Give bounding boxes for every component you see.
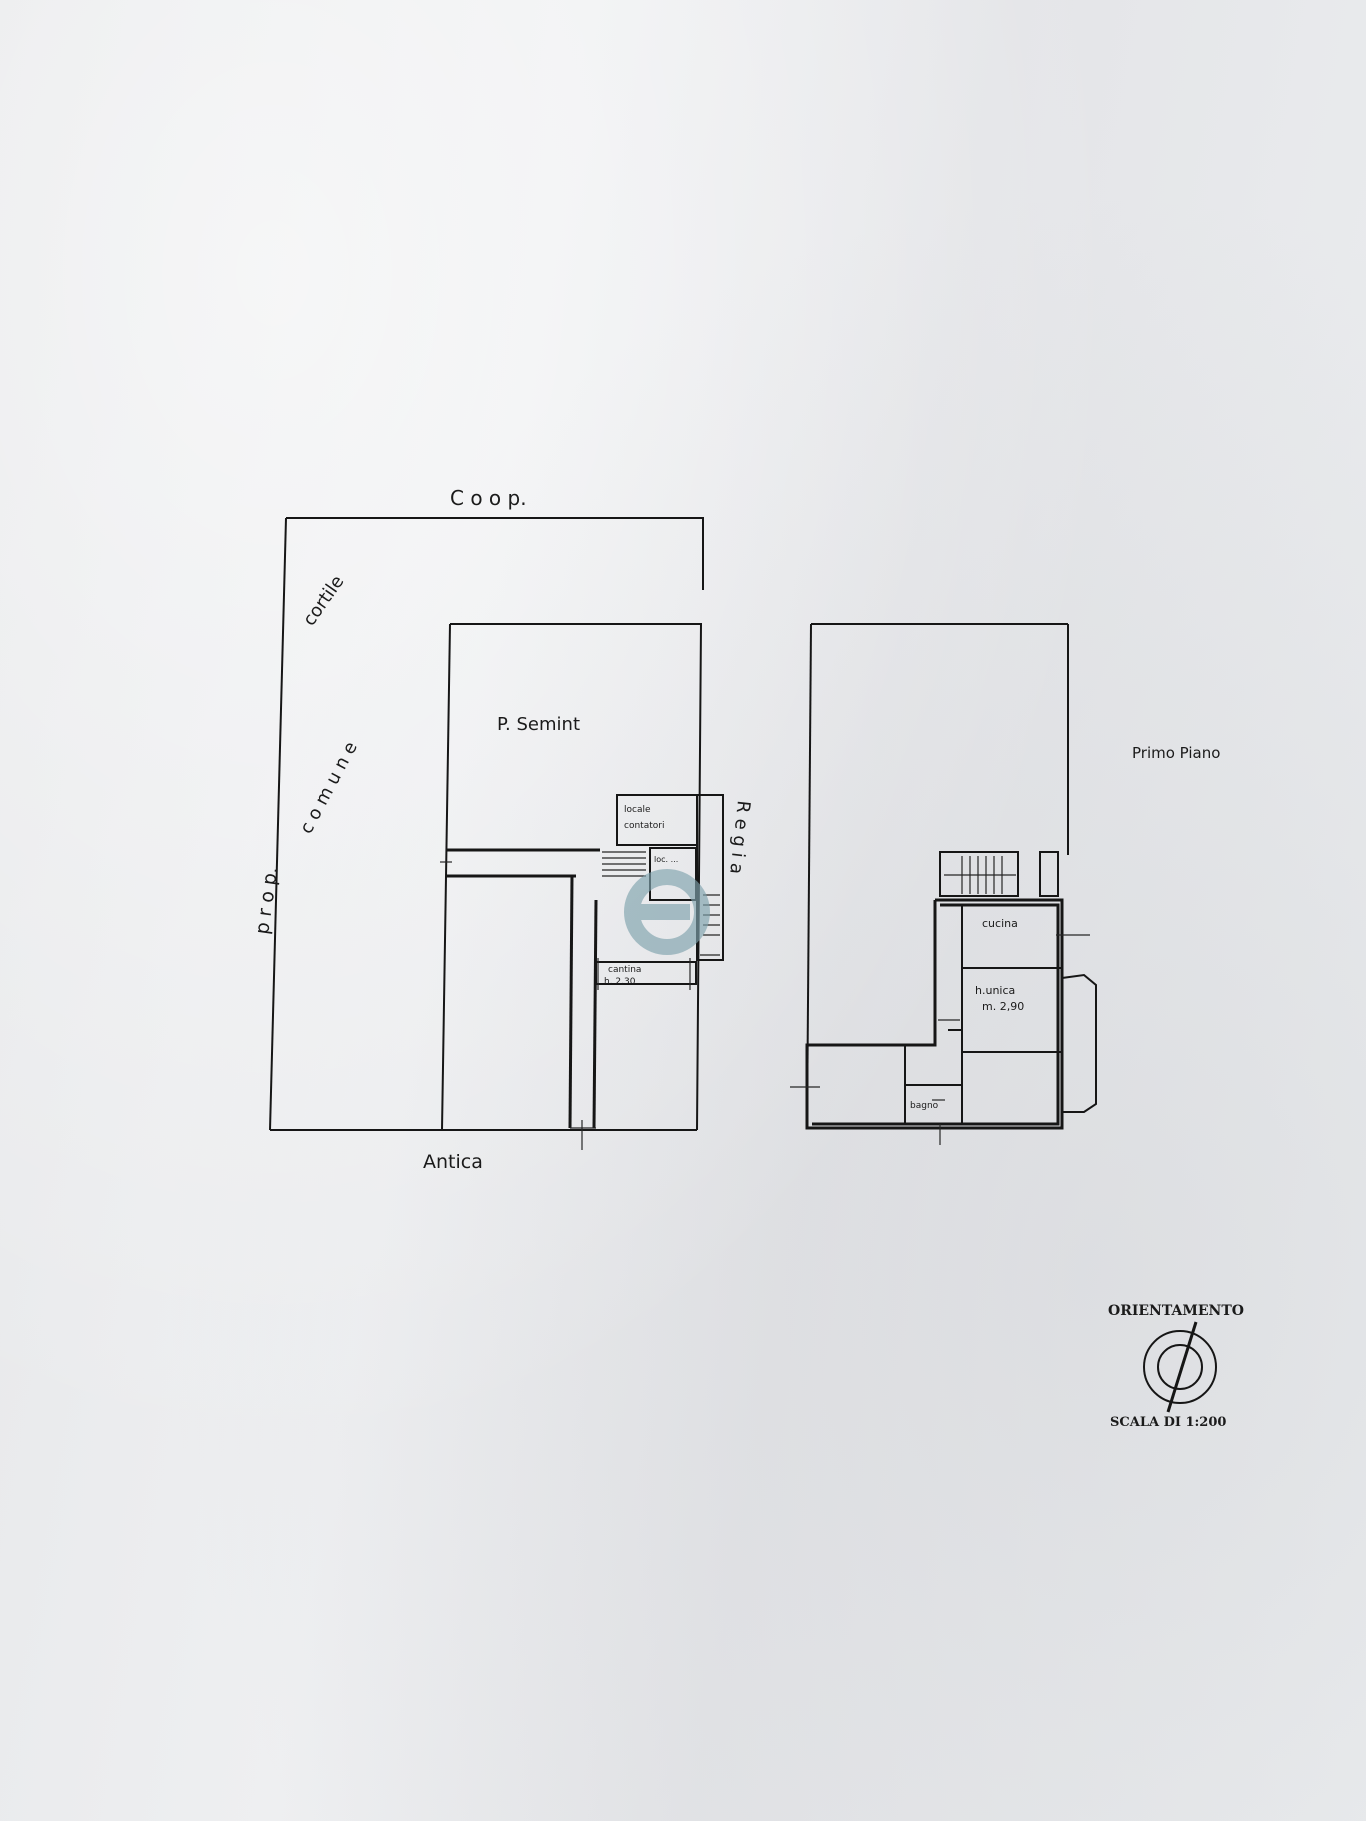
label-small-room-1a: locale bbox=[624, 805, 651, 815]
first-floor-plan bbox=[790, 623, 1097, 1145]
label-room-kitchen: cucina bbox=[982, 917, 1018, 930]
label-cellar-b: h. 2,30 bbox=[604, 977, 636, 987]
scale-text: SCALA DI 1:200 bbox=[1110, 1415, 1226, 1430]
label-right-side: R e g i a bbox=[725, 799, 754, 875]
label-small-room-2: loc. ... bbox=[654, 855, 678, 864]
plot-boundary bbox=[269, 517, 704, 1131]
label-top-street: C o o p. bbox=[450, 486, 527, 510]
label-room-bath: bagno bbox=[910, 1101, 939, 1111]
label-courtyard-1: cortile bbox=[299, 572, 349, 630]
label-courtyard-2: c o m u n e bbox=[296, 738, 362, 837]
compass-icon bbox=[1143, 1321, 1217, 1413]
orientation-title: ORIENTAMENTO bbox=[1108, 1303, 1244, 1319]
label-cellar-a: cantina bbox=[608, 965, 641, 975]
label-first-floor: Primo Piano bbox=[1132, 744, 1220, 762]
label-room-main-b: m. 2,90 bbox=[982, 1000, 1024, 1013]
label-left-property: p r o p. bbox=[251, 866, 282, 936]
plan-labels: C o o p. cortile c o m u n e p r o p. P.… bbox=[251, 486, 1220, 1173]
label-small-room-1b: contatori bbox=[624, 821, 664, 831]
label-basement: P. Semint bbox=[497, 714, 580, 735]
watermark-logo bbox=[624, 869, 710, 955]
label-room-main-a: h.unica bbox=[975, 984, 1015, 997]
label-bottom-street: Antica bbox=[423, 1151, 483, 1173]
orientation-legend: ORIENTAMENTO SCALA DI 1:200 bbox=[1108, 1303, 1244, 1430]
